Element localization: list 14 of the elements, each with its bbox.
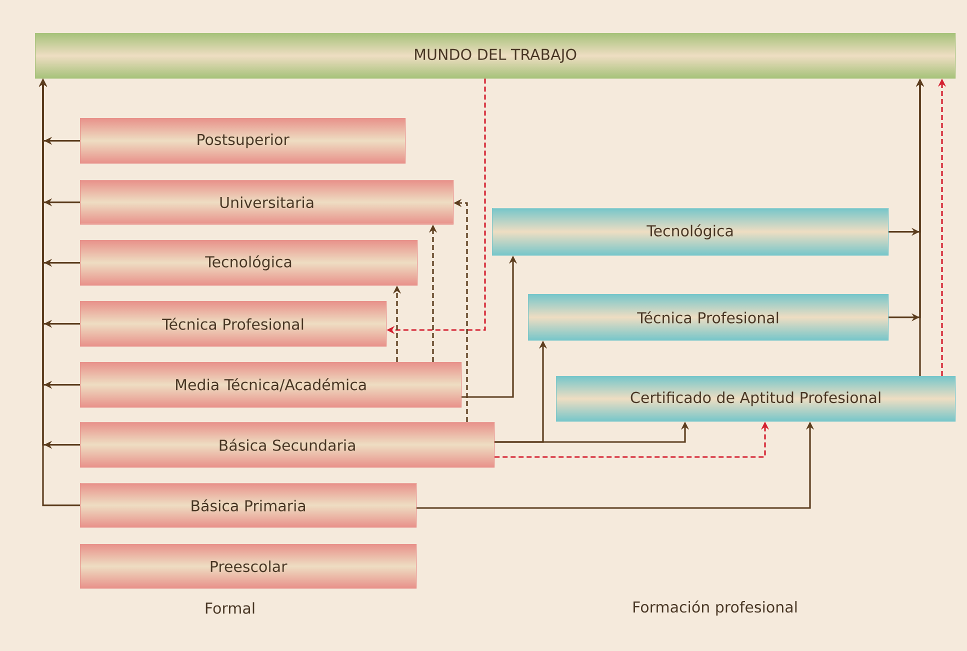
level-box: Técnica Profesional bbox=[528, 294, 889, 341]
level-box: Técnica Profesional bbox=[80, 301, 387, 347]
column-label: Formación profesional bbox=[634, 600, 797, 616]
level-box: Media Técnica/Académica bbox=[80, 362, 462, 408]
level-box: Postsuperior bbox=[80, 118, 406, 164]
level-box: Tecnológica bbox=[492, 208, 889, 256]
heading-bar: MUNDO DEL TRABAJO bbox=[35, 33, 956, 79]
level-box: Certificado de Aptitud Profesional bbox=[556, 376, 956, 422]
level-box: Básica Secundaria bbox=[80, 422, 495, 468]
level-box: Tecnológica bbox=[80, 240, 418, 286]
level-box: Básica Primaria bbox=[80, 483, 417, 528]
level-box: Preescolar bbox=[80, 544, 417, 589]
column-label: Formal bbox=[206, 602, 254, 614]
level-box: Universitaria bbox=[80, 180, 454, 225]
